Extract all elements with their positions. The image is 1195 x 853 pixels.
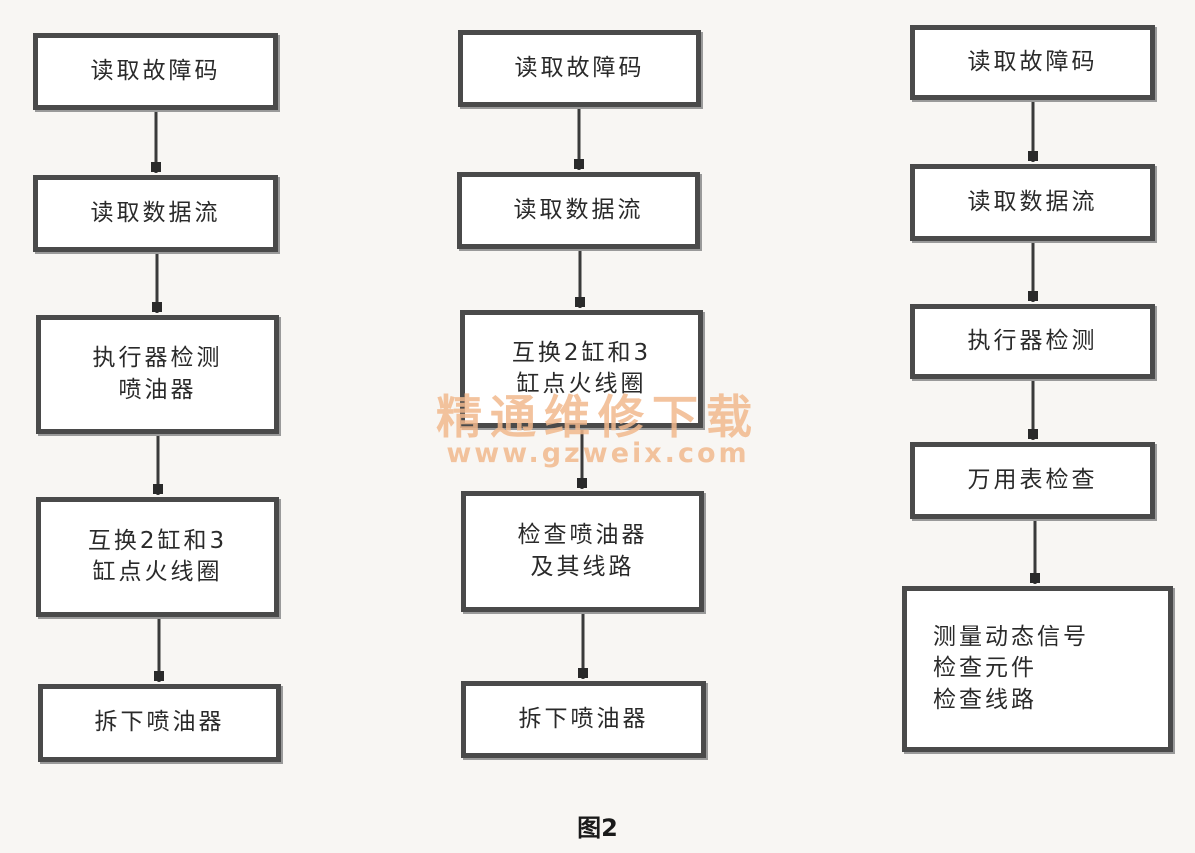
col3-step1-box: 读取故障码 [910, 25, 1155, 100]
col3-step3-box: 执行器检测 [910, 304, 1155, 379]
connector-col2-3 [577, 428, 587, 489]
col2-step3-box: 互换2缸和3 缸点火线圈 [460, 310, 703, 428]
col2-step2-box: 读取数据流 [457, 172, 700, 249]
connector-col1-4 [154, 617, 164, 682]
connector-col1-3 [153, 434, 163, 495]
connector-col3-3 [1028, 379, 1038, 440]
connector-col2-4 [578, 612, 588, 679]
col3-step4-box: 万用表检查 [910, 442, 1155, 519]
col1-step3-box: 执行器检测 喷油器 [36, 315, 279, 434]
connector-col3-1 [1028, 100, 1038, 162]
connector-col2-2 [575, 249, 585, 308]
col3-step5-box: 测量动态信号 检查元件 检查线路 [902, 586, 1173, 752]
connector-col3-2 [1028, 241, 1038, 302]
watermark-url: www.gzweix.com [446, 438, 750, 469]
col1-step1-box: 读取故障码 [33, 33, 278, 110]
col1-step2-box: 读取数据流 [33, 175, 278, 252]
col3-step2-box: 读取数据流 [910, 164, 1155, 241]
connector-col1-2 [152, 252, 162, 313]
col2-step5-box: 拆下喷油器 [461, 681, 706, 758]
col1-step5-box: 拆下喷油器 [38, 684, 281, 762]
figure-caption: 图2 [577, 814, 618, 842]
col2-step1-box: 读取故障码 [458, 30, 701, 107]
col1-step4-box: 互换2缸和3 缸点火线圈 [36, 497, 279, 617]
connector-col1-1 [151, 110, 161, 173]
connector-col2-1 [574, 107, 584, 170]
watermark-text: 精通维修下载 [436, 390, 760, 444]
col2-step4-box: 检查喷油器 及其线路 [461, 491, 704, 612]
connector-col3-4 [1030, 519, 1040, 584]
